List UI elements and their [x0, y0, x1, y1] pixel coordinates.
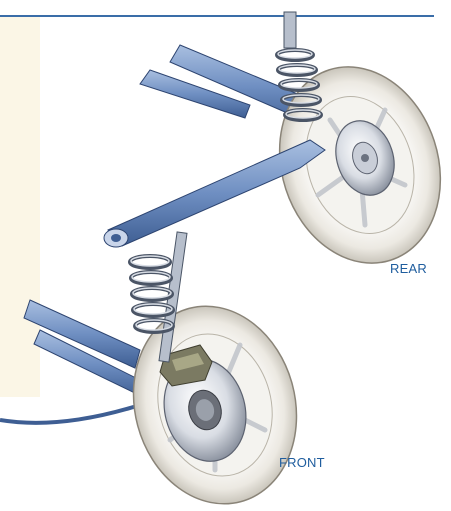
front-label: FRONT [279, 455, 325, 470]
front-lower-arm [0, 299, 151, 425]
front-brake-disc [163, 358, 247, 462]
rear-brake-drum [335, 120, 395, 196]
front-brake-caliper [159, 344, 213, 387]
left-margin-panel [0, 17, 40, 397]
rear-coil-spring [275, 11, 323, 122]
rear-label: REAR [390, 261, 427, 276]
rear-trailing-arm [103, 139, 326, 248]
header-rule [0, 15, 434, 17]
front-strut [128, 231, 188, 363]
